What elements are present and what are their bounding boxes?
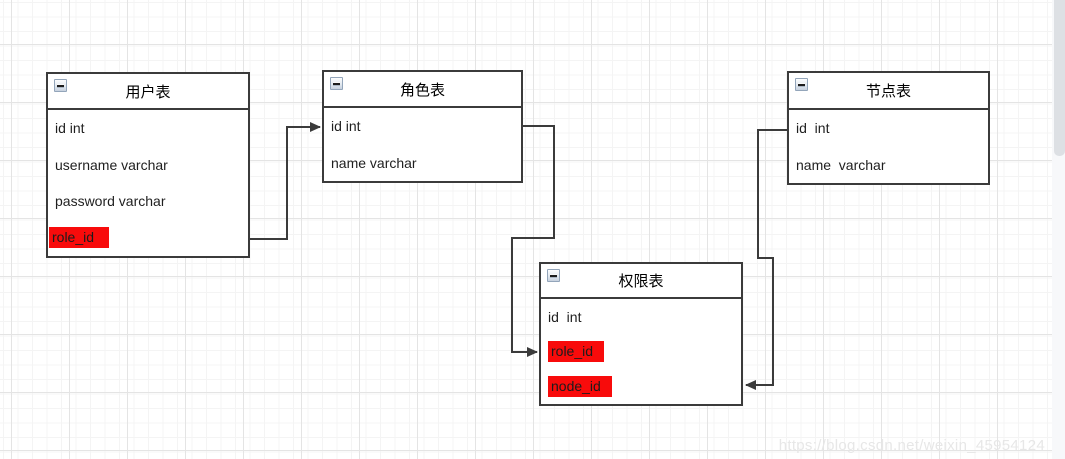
- field-row[interactable]: password varchar: [48, 183, 248, 220]
- field-label-highlighted: role_id: [548, 341, 605, 362]
- field-label: password varchar: [55, 193, 166, 210]
- field-row[interactable]: name varchar: [789, 147, 988, 184]
- field-label-highlighted: node_id: [548, 376, 612, 397]
- table-role[interactable]: 角色表 id int name varchar: [322, 70, 523, 183]
- collapse-minus-icon[interactable]: [795, 78, 808, 91]
- table-node[interactable]: 节点表 id int name varchar: [787, 71, 990, 185]
- field-label: username varchar: [55, 156, 168, 173]
- table-title: 权限表: [618, 273, 664, 290]
- field-row[interactable]: id int: [324, 108, 521, 145]
- field-row[interactable]: id int: [48, 110, 248, 147]
- collapse-minus-icon[interactable]: [547, 269, 560, 282]
- connector-node-permission[interactable]: [745, 129, 787, 390]
- table-permission-header[interactable]: 权限表: [541, 264, 741, 299]
- table-user-rows: id int username varchar password varchar…: [48, 110, 248, 256]
- field-row[interactable]: node_id: [541, 369, 741, 404]
- table-title: 角色表: [399, 81, 445, 99]
- field-row[interactable]: id int: [541, 299, 741, 334]
- table-permission[interactable]: 权限表 id int role_id node_id: [539, 262, 743, 406]
- field-label: id int: [548, 308, 582, 325]
- table-node-rows: id int name varchar: [789, 110, 988, 183]
- field-row[interactable]: role_id: [48, 220, 248, 257]
- connector-user-role[interactable]: [250, 122, 321, 240]
- vertical-scrollbar-thumb[interactable]: [1054, 0, 1065, 156]
- table-user[interactable]: 用户表 id int username varchar password var…: [46, 72, 250, 258]
- field-label: id int: [55, 120, 85, 137]
- collapse-minus-icon[interactable]: [54, 79, 67, 92]
- field-label: id int: [331, 118, 361, 135]
- table-title: 节点表: [865, 83, 911, 100]
- vertical-scrollbar[interactable]: [1052, 0, 1065, 459]
- table-node-header[interactable]: 节点表: [789, 73, 988, 110]
- table-user-header[interactable]: 用户表: [48, 74, 248, 110]
- field-row[interactable]: id int: [789, 110, 988, 147]
- field-label-highlighted: role_id: [49, 227, 109, 249]
- field-label: id int: [796, 120, 830, 137]
- collapse-minus-icon[interactable]: [330, 77, 343, 90]
- field-label: name varchar: [796, 156, 886, 173]
- connector-role-permission[interactable]: [511, 125, 555, 357]
- field-row[interactable]: username varchar: [48, 147, 248, 184]
- field-label: name varchar: [331, 154, 417, 171]
- csdn-watermark: https://blog.csdn.net/weixin_45954124: [778, 437, 1045, 454]
- table-role-rows: id int name varchar: [324, 108, 521, 181]
- table-role-header[interactable]: 角色表: [324, 72, 521, 108]
- field-row[interactable]: name varchar: [324, 145, 521, 182]
- table-title: 用户表: [125, 83, 171, 101]
- field-row[interactable]: role_id: [541, 334, 741, 369]
- table-permission-rows: id int role_id node_id: [541, 299, 741, 404]
